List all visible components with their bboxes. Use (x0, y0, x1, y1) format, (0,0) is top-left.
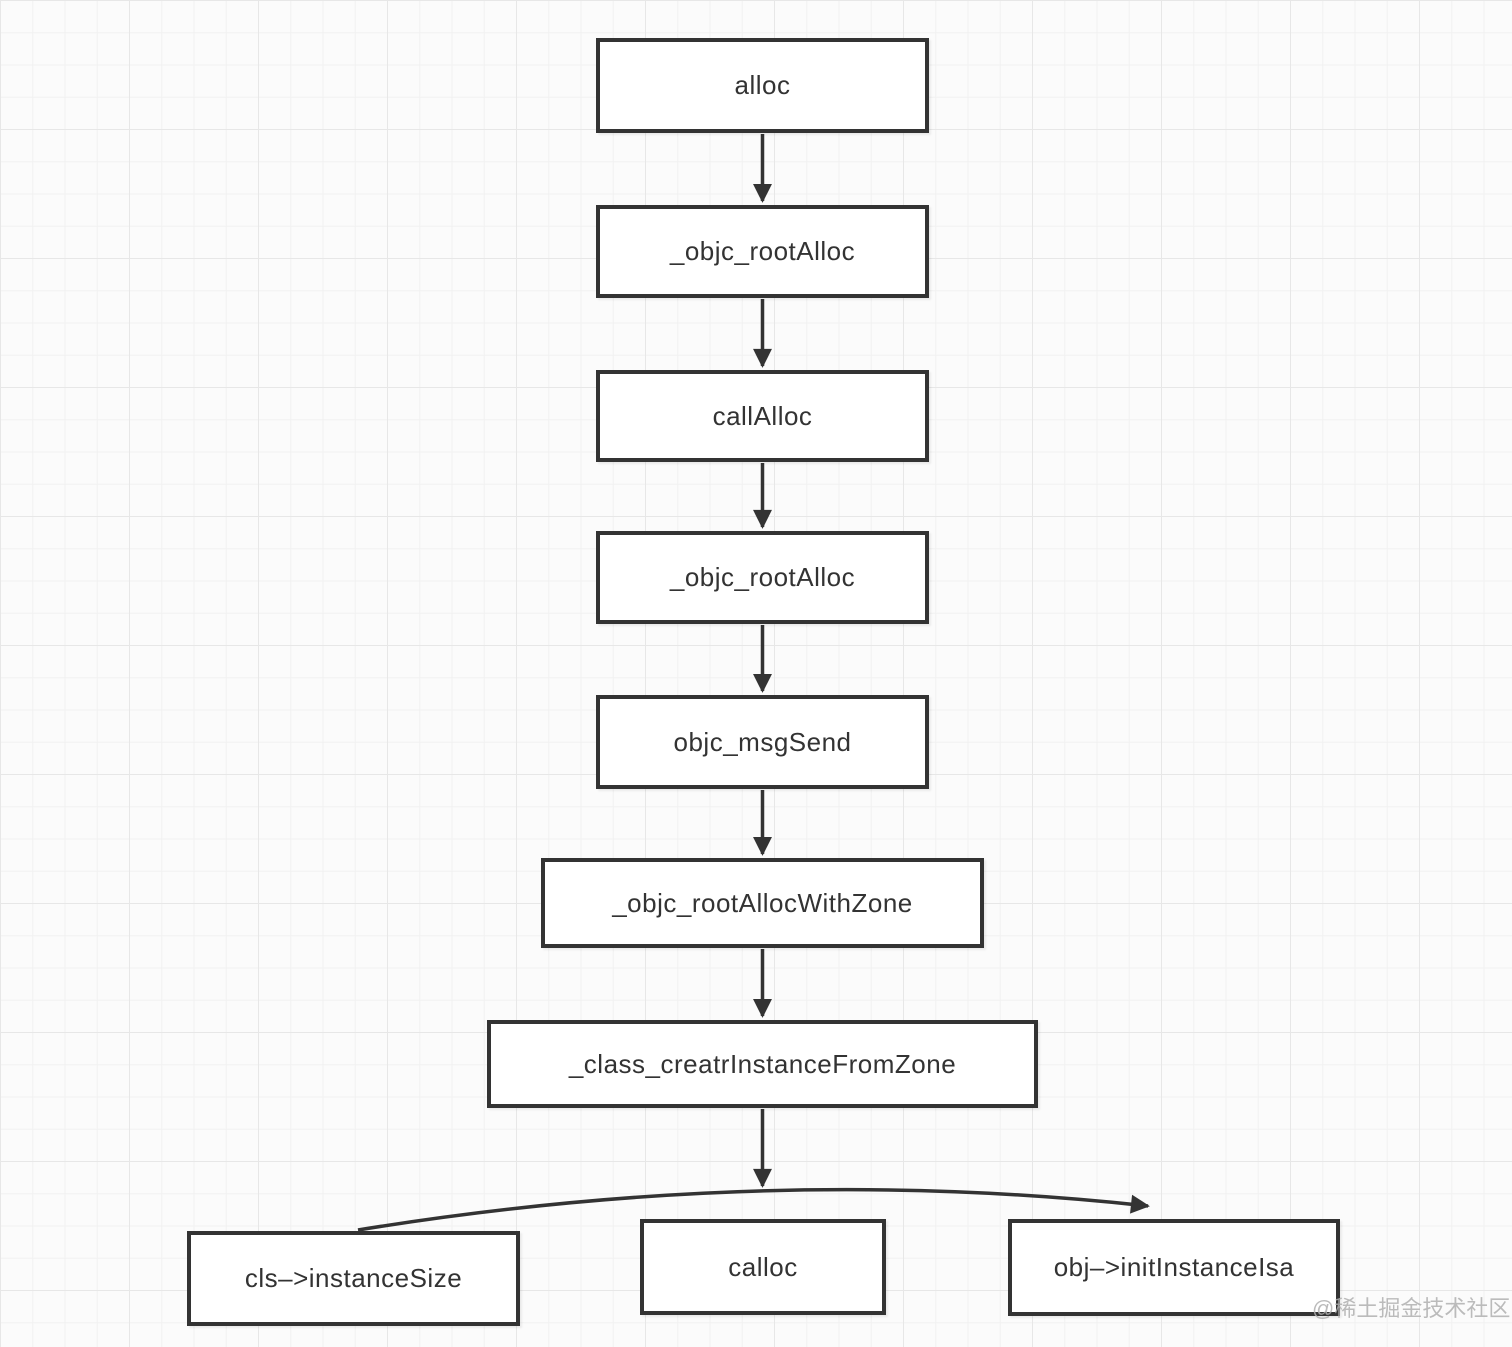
flow-node-alloc: alloc (596, 38, 929, 133)
flow-node-callalloc: callAlloc (596, 370, 929, 462)
flow-node-calloc: calloc (640, 1219, 886, 1315)
flow-node-cls-instancesize: cls–>instanceSize (187, 1231, 520, 1326)
flow-node-obj-initinstanceisa: obj–>initInstanceIsa (1008, 1219, 1340, 1316)
flow-node-objc-rootalloc-1: _objc_rootAlloc (596, 205, 929, 298)
flow-node-objc-rootalloc-2: _objc_rootAlloc (596, 531, 929, 624)
juejin-watermark: @稀土掘金技术社区 (1312, 1296, 1511, 1321)
flow-node-objc-rootallocwithzone: _objc_rootAllocWithZone (541, 858, 984, 948)
flow-node-objc-msgsend: objc_msgSend (596, 695, 929, 789)
flow-node-class-creatrinstancefromzone: _class_creatrInstanceFromZone (487, 1020, 1038, 1108)
